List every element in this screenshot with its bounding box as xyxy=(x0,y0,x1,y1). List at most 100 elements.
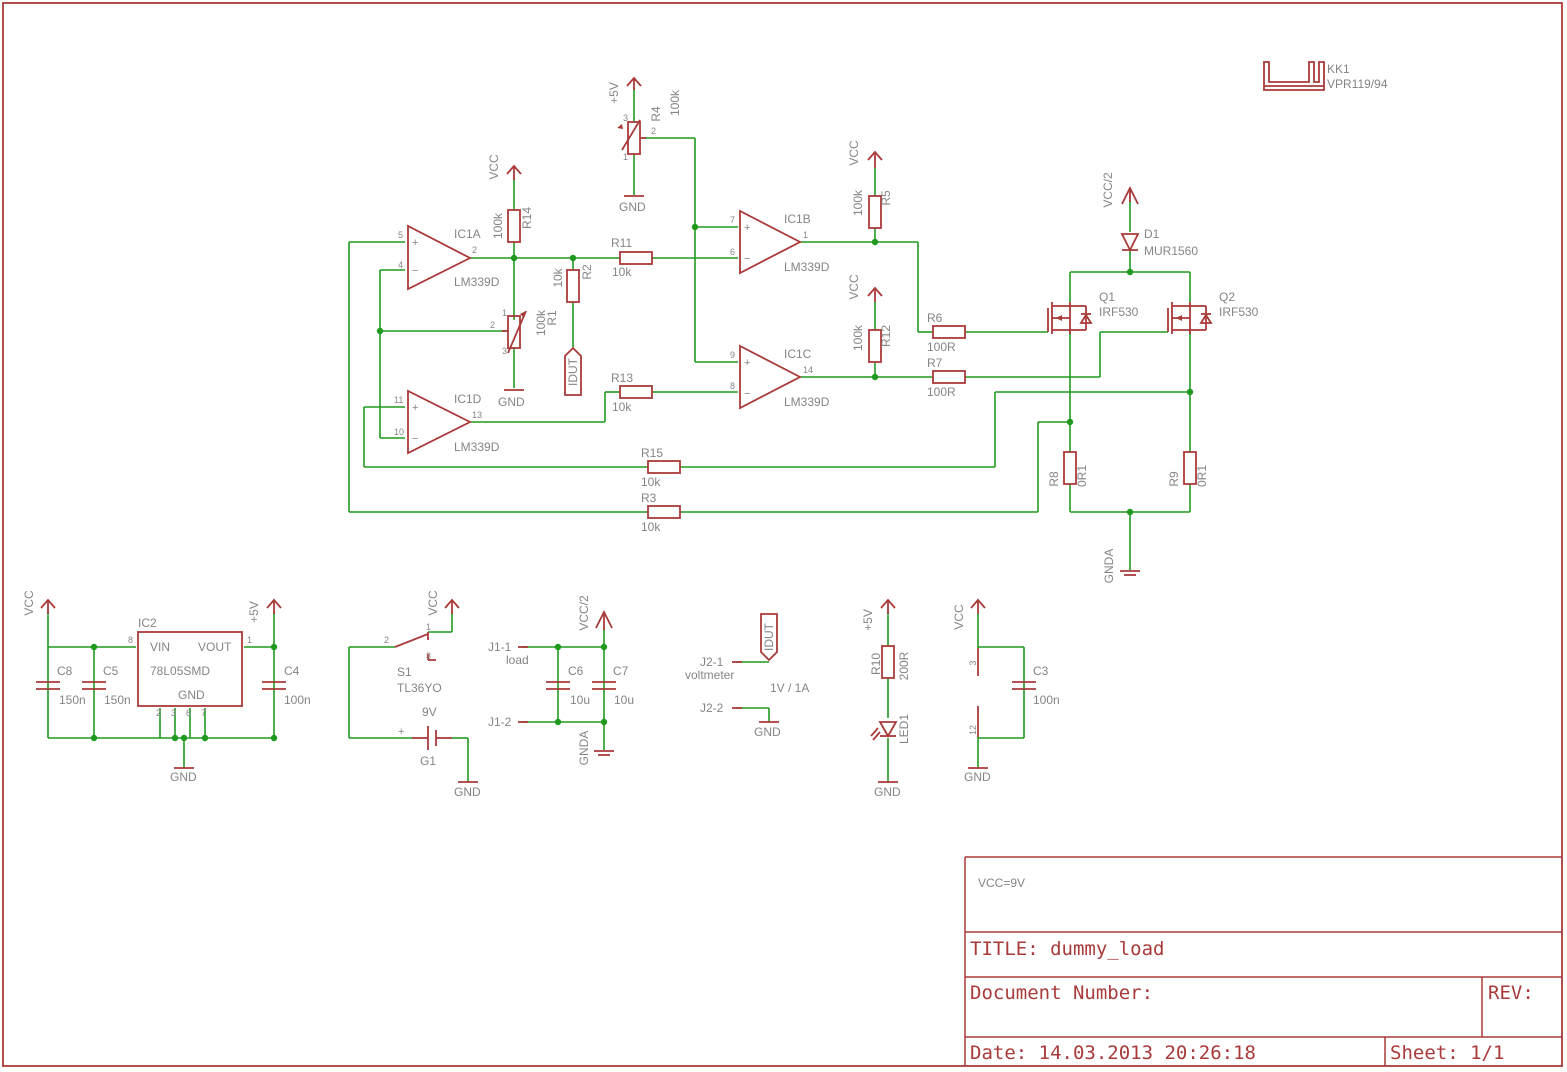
opamp-ic1c: + − 9 8 14 IC1C LM339D xyxy=(730,344,830,410)
parts-r1-name-label: R1 xyxy=(545,310,559,326)
parts-j2-pin1-label: J2-1 xyxy=(700,655,724,669)
parts-c7-name-label: C7 xyxy=(613,664,629,678)
parts-ic2-pin-out-label: 1 xyxy=(247,635,252,645)
resistor-r12: 100k R12 xyxy=(851,324,893,363)
parts-r1-value-label: 100k xyxy=(534,309,548,336)
potentiometer-r4: 3 2 1 R4 100k xyxy=(617,89,682,162)
svg-text:+: + xyxy=(412,237,418,249)
parts-d1-value-label: MUR1560 xyxy=(1144,244,1198,258)
parts-g1-plus-label: + xyxy=(398,726,404,738)
gnd-r4: GND xyxy=(619,195,646,214)
resistor-r13: R13 10k xyxy=(611,371,653,414)
parts-r11-value-label: 10k xyxy=(612,265,632,279)
ic1c-value: LM339D xyxy=(784,395,830,409)
parts-c6-name-label: C6 xyxy=(568,664,584,678)
diode-d1: D1 MUR1560 xyxy=(1120,227,1198,258)
ic1b-name: IC1B xyxy=(784,212,811,226)
parts-r4-pin3-label: 3 xyxy=(623,113,628,123)
mosfet-q1: Q1 IRF530 xyxy=(1047,290,1139,334)
regulator-section: VCC +5V IC2 VIN VOUT 78L05SMD GND 8 1 2 … xyxy=(22,590,311,784)
title-block-sheet: Sheet: 1/1 xyxy=(1390,1042,1504,1064)
potentiometer-r1: 2 1 3 100k R1 xyxy=(490,308,559,356)
title-block-rev: REV: xyxy=(1488,982,1534,1004)
switch-battery-section: 2 1 3 S1 TL36YO VCC + 9V G1 GND xyxy=(348,590,481,799)
nets-p5v-label: +5V xyxy=(247,601,261,623)
title-block: VCC=9V TITLE: dummy_load Document Number… xyxy=(964,856,1562,1066)
resistor-r7: R7 100R xyxy=(927,356,966,399)
parts-r2-value-label: 10k xyxy=(551,267,565,287)
parts-d1-name-label: D1 xyxy=(1144,227,1160,241)
resistor-r8: R8 0R1 xyxy=(1047,451,1089,487)
junctions xyxy=(376,223,1194,516)
parts-c3-pin-bottom-label: 12 xyxy=(968,725,978,735)
nets-gnd-label: GND xyxy=(754,725,781,739)
title-block-doc-number: Document Number: xyxy=(970,982,1153,1004)
parts-led1-name-label: LED1 xyxy=(897,714,911,744)
parts-ic2-gnd-pins-0-label: 2 xyxy=(156,708,161,718)
parts-c4-name-label: C4 xyxy=(284,664,300,678)
vcc-supply-r12: VCC xyxy=(847,274,883,302)
parts-r6-name-label: R6 xyxy=(927,311,943,325)
resistor-r15: R15 10k xyxy=(641,446,681,489)
nets-gnd-label: GND xyxy=(964,770,991,784)
nets-vcc-label: VCC xyxy=(847,274,861,300)
parts-r11-name-label: R11 xyxy=(611,236,632,250)
ic1a-value: LM339D xyxy=(454,275,500,289)
nets-vcc-label: VCC xyxy=(22,590,36,616)
nets-vcc-label: VCC xyxy=(426,590,440,616)
parts-ic1b-pin-out-label: 1 xyxy=(803,230,808,240)
parts-c8-name-label: C8 xyxy=(57,664,73,678)
parts-j2-scale-label: 1V / 1A xyxy=(770,681,809,695)
resistor-r11: R11 10k xyxy=(611,236,653,279)
parts-r1-pin3-label: 3 xyxy=(502,346,507,356)
nets-vcc2-label: VCC/2 xyxy=(1101,172,1115,208)
opamp-ic1a: + − 5 4 2 IC1A LM339D xyxy=(398,224,500,291)
resistor-r2: 10k R2 xyxy=(551,264,594,303)
parts-j1-pin2-label: J1-2 xyxy=(488,715,512,729)
parts-ic2-vin-label: VIN xyxy=(150,640,170,654)
parts-c3-value-label: 100n xyxy=(1033,693,1060,707)
parts-ic1c-pin-out-label: 14 xyxy=(803,365,813,375)
decoupling-c3-section: VCC 3 12 C3 100n GND xyxy=(952,598,1060,784)
parts-ic1c-pin-minus-label: 8 xyxy=(730,381,735,391)
vcc2-supply-d1: VCC/2 xyxy=(1101,172,1139,208)
parts-c3-name-label: C3 xyxy=(1033,664,1049,678)
parts-r1-pin1-label: 1 xyxy=(502,308,507,318)
nets-gnd-label: GND xyxy=(454,785,481,799)
parts-ic1c-pin-plus-label: 9 xyxy=(730,350,735,360)
parts-r12-name-label: R12 xyxy=(879,325,893,347)
parts-r15-value-label: 10k xyxy=(641,475,661,489)
parts-j2-pin1-label-label: voltmeter xyxy=(685,668,734,682)
parts-r8-name-label: R8 xyxy=(1047,471,1061,487)
parts-ic1b-pin-minus-label: 6 xyxy=(730,247,735,257)
parts-r12-value-label: 100k xyxy=(851,324,865,351)
parts-ic2-gnd-pins-3-label: 7 xyxy=(201,708,206,718)
nets-gnda-label: GNDA xyxy=(1102,549,1116,584)
parts-q2-name-label: Q2 xyxy=(1219,290,1235,304)
nets-gnd-label: GND xyxy=(874,785,901,799)
parts-r7-value-label: 100R xyxy=(927,385,956,399)
title-block-title: TITLE: dummy_load xyxy=(970,938,1164,960)
parts-r4-pin2-label: 2 xyxy=(651,126,656,136)
parts-ic2-pin-in-label: 8 xyxy=(128,635,133,645)
nets-gnd-label: GND xyxy=(498,395,525,409)
parts-q1-value-label: IRF530 xyxy=(1099,305,1139,319)
parts-c4-value-label: 100n xyxy=(284,693,311,707)
vcc-supply-r14: VCC xyxy=(487,154,522,180)
parts-q2-value-label: IRF530 xyxy=(1219,305,1259,319)
nets-gnd-label: GND xyxy=(170,770,197,784)
ic1d-value: LM339D xyxy=(454,440,500,454)
resistor-r14: 100k R14 xyxy=(491,207,534,243)
parts-c3-pin-top-label: 3 xyxy=(968,660,978,665)
parts-c6-value-label: 10u xyxy=(570,693,590,707)
parts-r8-value-label: 0R1 xyxy=(1075,465,1089,487)
parts-ic1b-pin-plus-label: 7 xyxy=(730,215,735,225)
title-block-date: Date: 14.03.2013 20:26:18 xyxy=(970,1042,1256,1064)
heatsink-kk1: KK1 VPR119/94 xyxy=(1263,61,1388,91)
nets-vcc-label: VCC xyxy=(847,140,861,166)
load-connector-section: J1-1 load J1-2 C6 10u C7 10u VCC/2 GNDA xyxy=(488,595,634,765)
parts-q1-name-label: Q1 xyxy=(1099,290,1115,304)
parts-ic1d-pin-plus-label: 11 xyxy=(394,395,403,405)
